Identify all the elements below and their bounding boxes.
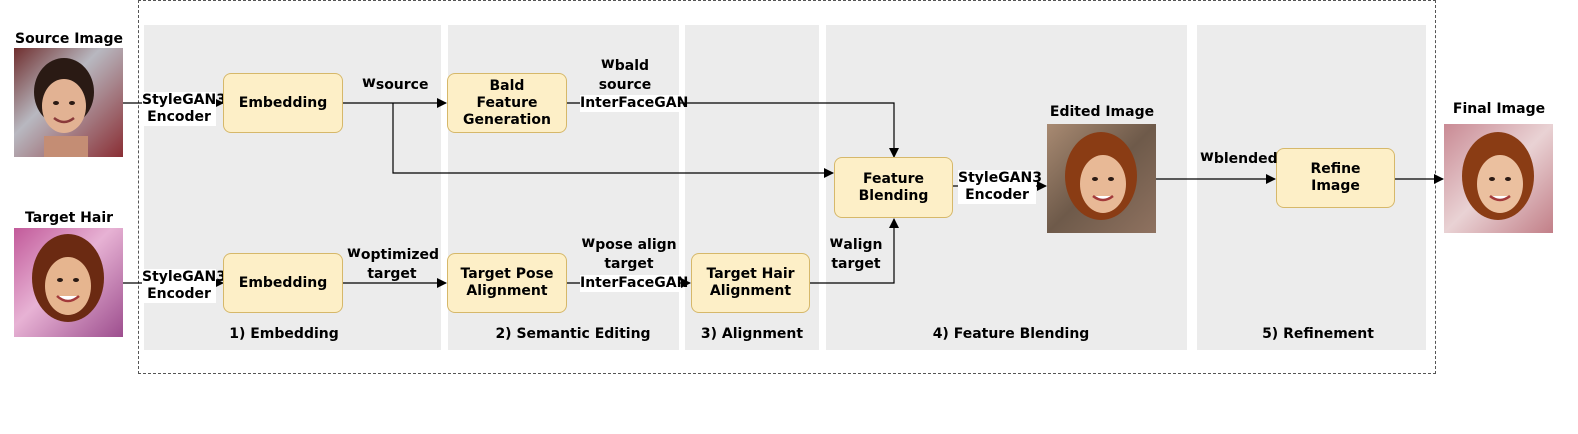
stage-label-alignment: 3) Alignment [700,326,804,342]
target-pose-alignment-box: Target Pose Alignment [447,253,567,313]
embedding-box-top: Embedding [223,73,343,133]
w-optimized-sub: optimized [360,247,440,263]
refine-line1: Refine [1310,161,1361,177]
refine-line2: Image [1311,178,1360,194]
embedding-box-bottom: Embedding [223,253,343,313]
w-bald-sub: bald [614,58,650,74]
w-pose-symbol: w [581,233,596,251]
source-image [14,48,123,157]
encoder-label-bottom: StyleGAN3 Encoder [142,269,226,303]
stage-label-semantic-editing: 2) Semantic Editing [495,326,651,342]
source-face-icon [34,58,94,157]
w-pose-line2: target [604,256,654,272]
encoder-top-line1: StyleGAN3 [142,92,226,108]
encoder-label-top: StyleGAN3 Encoder [142,92,226,126]
w-optimized-line2: target [367,266,417,282]
w-pose-align-target-label: wpose align target [580,234,678,273]
refine-image-box: Refine Image [1276,148,1395,208]
pose-line2: Alignment [466,283,548,299]
w-align-sub: align [843,237,883,253]
w-source-sub: source [375,77,429,93]
hair-line2: Alignment [709,283,792,299]
edited-face-icon [1065,132,1137,220]
stage-label-embedding: 1) Embedding [229,326,339,342]
bald-feature-generation-box: Bald Feature Generation [447,73,567,133]
stage-label-feature-blending: 4) Feature Blending [932,326,1090,342]
bald-line3: Generation [463,111,551,128]
w-blended-label: wblended [1200,147,1278,168]
w-bald-symbol: w [600,54,615,72]
encoder-bottom-line1: StyleGAN3 [142,269,226,285]
target-hair-image [14,228,123,337]
w-align-symbol: w [829,233,844,251]
w-optimized-symbol: w [347,243,361,261]
arrow-hair-to-blending [810,218,899,284]
final-image-title: Final Image [1452,101,1546,117]
blend-line1: Feature [863,170,924,187]
stage-label-refinement: 5) Refinement [1262,326,1374,342]
w-source-symbol: w [362,73,376,91]
encoder-label-blending: StyleGAN3 Encoder [958,170,1042,204]
w-align-target-label: walign target [826,234,886,273]
pipeline-frame [138,0,1436,374]
w-pose-sub: pose align [595,237,677,253]
edited-image [1047,124,1156,233]
final-face-icon [1462,132,1534,220]
w-blended-symbol: w [1200,147,1214,165]
bald-line1: Bald [489,77,525,94]
interfacegan-top-label: InterFaceGAN [580,95,689,112]
feature-blending-box: Feature Blending [834,157,953,218]
bald-line2: Feature [476,94,538,111]
source-image-title: Source Image [14,31,123,47]
arrow-wsource-to-blending [392,103,834,178]
encoder-top-line2: Encoder [147,109,211,125]
pose-line1: Target Pose [460,266,554,282]
target-hair-alignment-box: Target Hair Alignment [691,253,810,313]
w-align-line2: target [831,256,881,272]
blend-line2: Blending [858,187,929,204]
interfacegan-bottom-label: InterFaceGAN [580,275,689,292]
edited-image-title: Edited Image [1049,104,1155,120]
encoder-blend-line1: StyleGAN3 [958,170,1042,186]
w-source-label: wsource [362,73,429,94]
target-face-icon [32,234,104,322]
hair-line1: Target Hair [706,266,795,282]
w-bald-source-label: wbald source [580,55,670,94]
target-hair-title: Target Hair [24,210,114,226]
encoder-bottom-line2: Encoder [147,286,211,302]
w-blended-sub: blended [1213,151,1278,167]
encoder-blend-line2: Encoder [965,187,1029,203]
w-bald-line2: source [598,77,652,93]
final-image [1444,124,1553,233]
w-optimized-target-label: woptimized target [347,243,440,283]
